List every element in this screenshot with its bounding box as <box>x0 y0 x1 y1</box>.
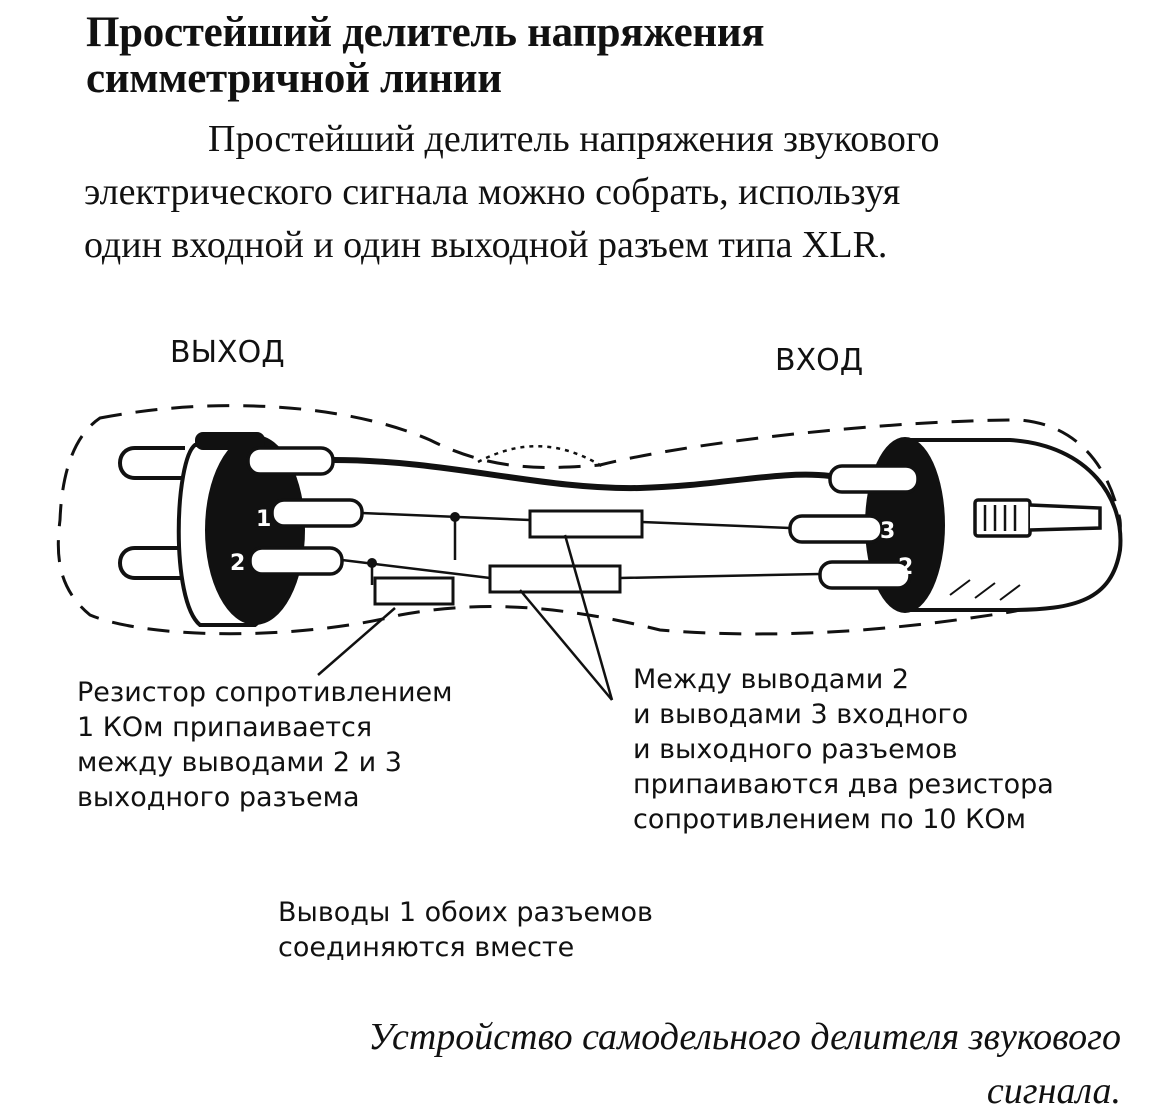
note-left-line: выходного разъема <box>77 782 360 813</box>
note-bottom-line: Выводы 1 обоих разъемов <box>278 897 653 928</box>
caption-line: Устройство самодельного делителя звуково… <box>368 1016 1121 1058</box>
output-connector: 1 2 <box>118 432 364 627</box>
input-pin-label-3: 3 <box>880 519 895 544</box>
note-left-line: 1 КОм припаивается <box>77 712 373 743</box>
note-right-line: и выходного разъемов <box>633 734 958 765</box>
output-pin-label-1: 1 <box>256 507 271 532</box>
intro-line: Простейший делитель напряжения звукового <box>208 118 940 160</box>
title-line-2: симметричной линии <box>86 55 502 102</box>
output-pin-middle <box>270 498 364 528</box>
note-left-line: Резистор сопротивлением <box>77 677 453 708</box>
leader-lines <box>317 534 614 701</box>
note-right-line: и выводами 3 входного <box>633 699 969 730</box>
resistor-1k <box>373 576 455 606</box>
input-pin-bottom <box>818 560 912 590</box>
intro-paragraph: Простейший делитель напряжения звукового… <box>84 113 1134 272</box>
note-right-line: припаиваются два резистора <box>633 769 1054 800</box>
pin1-common-wire <box>332 457 831 492</box>
note-bottom-line: соединяются вместе <box>278 932 575 963</box>
input-pin-middle <box>788 514 884 544</box>
input-cable-clamp <box>973 498 1032 538</box>
resistor-1k-leads <box>370 518 457 585</box>
input-pin-label-2: 2 <box>898 555 913 580</box>
input-connector: 3 2 <box>788 437 1123 613</box>
leader-left <box>317 607 396 676</box>
output-label: ВЫХОД <box>170 335 285 370</box>
input-cable-exit <box>1029 503 1102 532</box>
output-shell-shadow <box>195 432 265 450</box>
note-right: Между выводами 2 и выводами 3 входного и… <box>633 662 1054 837</box>
output-pin-loop-top <box>118 446 185 480</box>
intro-line: электрического сигнала можно собрать, ис… <box>84 171 901 213</box>
output-connector-face <box>205 435 305 625</box>
leader-right-b <box>519 589 613 701</box>
output-pin-bottom <box>248 546 344 576</box>
output-pin-label-2: 2 <box>230 551 245 576</box>
resistor-10k-a <box>528 509 644 539</box>
pin3-wire <box>361 511 791 530</box>
figure-caption: Устройство самодельного делителя звуково… <box>368 1010 1121 1118</box>
wiring <box>332 457 831 606</box>
note-right-line: Между выводами 2 <box>633 664 910 695</box>
enclosure-outline <box>56 404 1122 636</box>
note-left: Резистор сопротивлением 1 КОм припаивает… <box>77 675 453 815</box>
input-shell-hatching <box>949 579 1021 601</box>
note-right-line: сопротивлением по 10 КОм <box>633 804 1026 835</box>
hidden-edge <box>477 445 606 470</box>
caption-line: сигнала. <box>986 1070 1121 1112</box>
article-title: Простейший делитель напряжения симметрич… <box>86 9 765 102</box>
output-pin-top <box>246 446 335 476</box>
note-bottom: Выводы 1 обоих разъемов соединяются вмес… <box>278 895 653 965</box>
input-label: ВХОД <box>775 343 864 378</box>
leader-right-a <box>563 534 614 701</box>
pin2-wire <box>341 558 821 580</box>
output-pin-loop-bottom <box>118 546 185 580</box>
title-line-1: Простейший делитель напряжения <box>86 9 765 56</box>
input-pin-top <box>828 464 920 494</box>
resistor-10k-b <box>488 564 622 594</box>
intro-line: один входной и один выходной разъем типа… <box>84 224 888 266</box>
note-left-line: между выводами 2 и 3 <box>77 747 402 778</box>
